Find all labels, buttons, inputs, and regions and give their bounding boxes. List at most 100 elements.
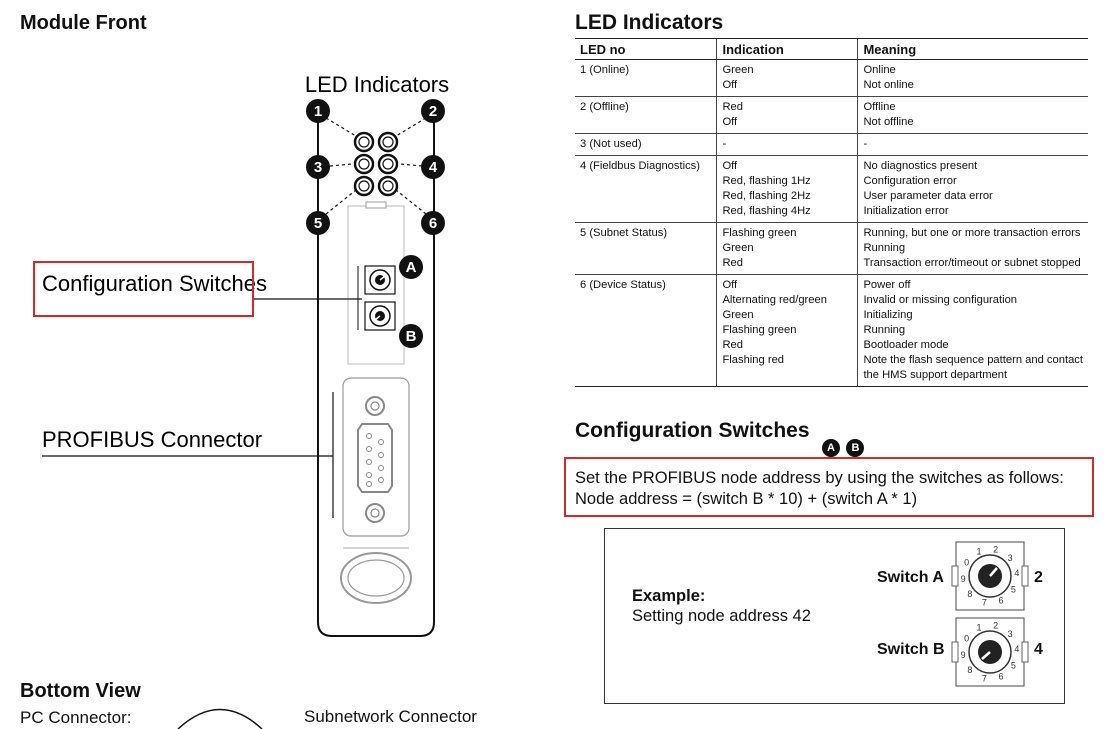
indication-line: Green <box>722 242 754 254</box>
meaning-line: Running <box>863 324 906 336</box>
node-address-instructions: Set the PROFIBUS node address by using t… <box>575 468 1064 510</box>
led-number-5: 5 <box>314 215 322 232</box>
led-number-2: 2 <box>429 103 437 120</box>
indication-line: Flashing green <box>722 324 797 336</box>
dial-digit: 1 <box>976 622 981 632</box>
switch-letter-b: B <box>406 328 417 345</box>
dial-digit: 5 <box>1011 661 1016 671</box>
example-text: Setting node address 42 <box>632 607 811 625</box>
instruction-line-2: Node address = (switch B * 10) + (switch… <box>575 490 918 508</box>
indication-line: Red <box>722 101 743 113</box>
led-no-cell: 6 (Device Status) <box>575 274 717 387</box>
dial-digit: 7 <box>982 673 987 683</box>
meaning-line: the HMS support department <box>863 369 1008 381</box>
dial-digit: 9 <box>961 650 966 660</box>
pc-connector-label: PC Connector: <box>20 708 132 727</box>
config-switches-label: Configuration Switches <box>42 271 267 296</box>
led-table-header: LED no Indication Meaning <box>575 38 1088 60</box>
module-body-outline <box>317 108 435 637</box>
dial-digit: 4 <box>1014 568 1019 578</box>
dial-digit: 6 <box>998 596 1003 606</box>
dial-digit: 7 <box>982 597 987 607</box>
led-no-cell: 3 (Not used) <box>575 133 717 156</box>
profibus-connector-label: PROFIBUS Connector <box>42 427 262 452</box>
indication-line: - <box>722 138 727 150</box>
subnetwork-connector-label: Subnetwork Connector <box>304 707 477 726</box>
config-switches-highlight <box>33 261 254 317</box>
meaning-cell: Running, but one or more transaction err… <box>857 222 1088 275</box>
column-header-led-no: LED no <box>575 38 717 60</box>
led-no-cell: 1 (Online) <box>575 59 717 97</box>
dial-digit: 5 <box>1011 585 1016 595</box>
column-header-indication: Indication <box>716 38 858 60</box>
indication-line: Red <box>722 339 743 351</box>
switch-a-label: Switch A <box>877 569 944 586</box>
mini-switch-b <box>364 301 396 331</box>
led-number-4: 4 <box>429 159 438 176</box>
led-number-6: 6 <box>429 215 437 232</box>
module-front-diagram: LED Indicators 1 2 3 4 <box>42 72 449 729</box>
meaning-line: Power off <box>863 279 911 291</box>
module-front-title: Module Front <box>20 12 147 34</box>
badge-a: A <box>822 439 840 457</box>
example-heading: Example: <box>632 587 706 605</box>
indication-line: Red, flashing 1Hz <box>722 175 811 187</box>
example-box <box>604 528 1065 704</box>
config-switches-title: Configuration Switches <box>575 419 810 442</box>
led-indicators-title: LED Indicators <box>575 11 724 34</box>
dial-digit: 4 <box>1014 644 1019 654</box>
meaning-cell: - <box>857 133 1088 156</box>
instruction-line-1: Set the PROFIBUS node address by using t… <box>575 469 1064 487</box>
led-table: LED no Indication Meaning 1 (Online)Gree… <box>575 38 1088 387</box>
node-address-highlight <box>564 457 1094 517</box>
dial-digit: 1 <box>976 546 981 556</box>
meaning-line: Transaction error/timeout or subnet stop… <box>863 257 1081 269</box>
dial-digit: 9 <box>961 574 966 584</box>
switch-b-value: 4 <box>1034 641 1043 658</box>
badge-b: B <box>846 439 865 457</box>
indication-line: Red, flashing 2Hz <box>722 190 811 202</box>
meaning-line: Bootloader mode <box>863 339 949 351</box>
meaning-line: Running <box>863 242 906 254</box>
switch-a-value: 2 <box>1034 569 1043 586</box>
led-no-cell: 4 (Fieldbus Diagnostics) <box>575 155 717 223</box>
mini-switch-a <box>364 265 396 295</box>
meaning-line: Invalid or missing configuration <box>863 294 1018 306</box>
indication-line: Red, flashing 4Hz <box>722 205 811 217</box>
dial-digit: 3 <box>1008 553 1013 563</box>
indication-cell: - <box>716 133 858 156</box>
dial-digit: 8 <box>967 665 972 675</box>
meaning-line: Configuration error <box>863 175 957 187</box>
meaning-line: Not online <box>863 79 914 91</box>
bottom-view-outline <box>177 708 263 729</box>
meaning-line: - <box>863 138 868 150</box>
dial-digit: 6 <box>998 672 1003 682</box>
dial-digit: 0 <box>964 558 969 568</box>
meaning-line: Offline <box>863 101 896 113</box>
config-badges: A B <box>822 438 865 457</box>
indication-line: Off <box>722 116 738 128</box>
indication-line: Flashing red <box>722 354 785 366</box>
meaning-line: Initialization error <box>863 205 949 217</box>
meaning-line: Note the flash sequence pattern and cont… <box>863 354 1083 366</box>
dial-digit: 0 <box>964 634 969 644</box>
indication-line: Flashing green <box>722 227 797 239</box>
led-indicators-label: LED Indicators <box>305 72 449 97</box>
led-table-row: 3 (Not used)-- <box>575 133 1088 156</box>
